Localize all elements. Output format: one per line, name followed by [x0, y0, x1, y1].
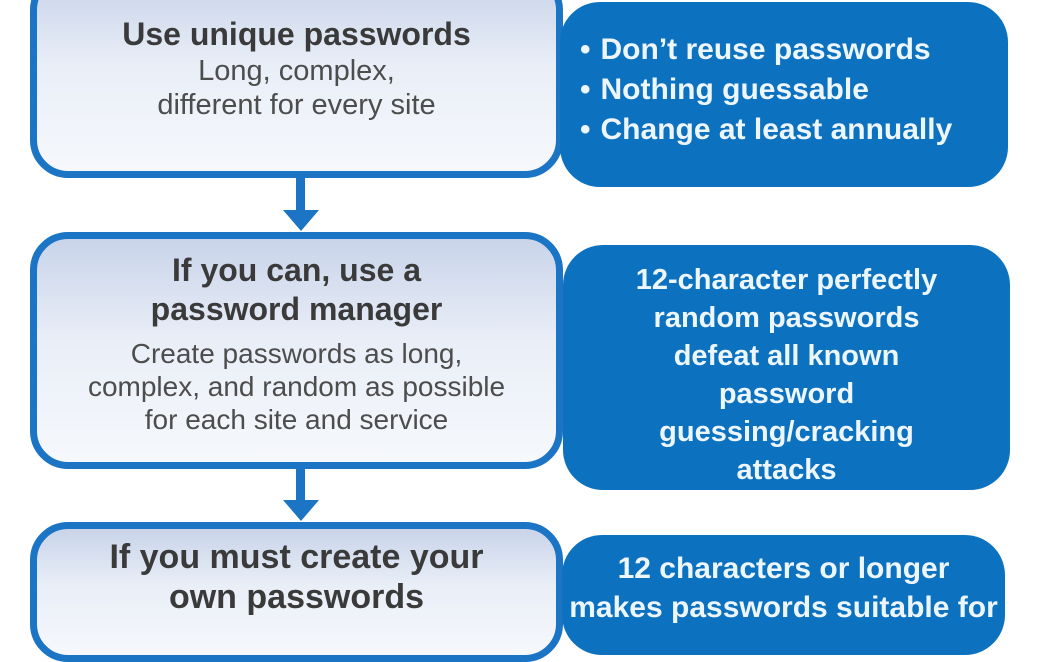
down-arrow-icon: [296, 466, 305, 500]
flow-step-create-own-passwords: If you must create your own passwords: [30, 522, 563, 662]
flow-step-body-line: for each site and service: [144, 404, 449, 435]
callout-unique-passwords-rules: • Don’t reuse passwords • Nothing guessabl…: [560, 2, 1008, 187]
callout-text-line: makes passwords suitable for: [569, 591, 998, 624]
callout-text-line: guessing/cracking: [659, 416, 914, 448]
bullet-icon: •: [580, 113, 591, 146]
callout-text-line: attacks: [736, 454, 837, 486]
flow-step-body-line: Long, complex,: [198, 55, 395, 87]
flow-step-body-line: different for every site: [157, 89, 436, 121]
flow-step-title: Use unique passwords: [122, 16, 471, 52]
bullet-item-text: Don’t reuse passwords: [600, 33, 931, 66]
flow-step-password-manager: If you can, use a password manager Creat…: [30, 232, 563, 469]
callout-text-line: password: [718, 378, 855, 410]
down-arrow-icon: [296, 176, 305, 210]
bullet-item: • Nothing guessable: [580, 70, 1008, 110]
callout-password-length-note: 12 characters or longer makes passwords …: [562, 535, 1005, 655]
down-arrow-icon: [283, 500, 319, 521]
bullet-item-text: Nothing guessable: [600, 73, 869, 106]
flow-step-title: password manager: [150, 291, 443, 327]
down-arrow-icon: [283, 210, 319, 231]
bullet-item-text: Change at least annually: [600, 113, 953, 146]
bullet-icon: •: [580, 33, 591, 66]
callout-text-line: 12-character perfectly: [635, 264, 938, 296]
callout-random-passwords-note: 12-character perfectly random passwords …: [563, 245, 1010, 490]
flow-step-body-line: complex, and random as possible: [87, 371, 506, 402]
flow-step-body-line: Create passwords as long,: [130, 338, 463, 369]
flow-step-unique-passwords: Use unique passwords Long, complex, diff…: [30, 0, 563, 178]
callout-text-line: defeat all known: [673, 340, 900, 372]
flow-step-title: If you can, use a: [172, 252, 421, 288]
callout-text-line: random passwords: [653, 302, 920, 334]
flow-step-title: own passwords: [168, 578, 425, 616]
flow-step-title: If you must create your: [109, 538, 484, 576]
callout-text-line: 12 characters or longer: [617, 552, 950, 585]
bullet-icon: •: [580, 73, 591, 106]
bullet-item: • Don’t reuse passwords: [580, 30, 1008, 70]
bullet-item: • Change at least annually: [580, 110, 1008, 150]
